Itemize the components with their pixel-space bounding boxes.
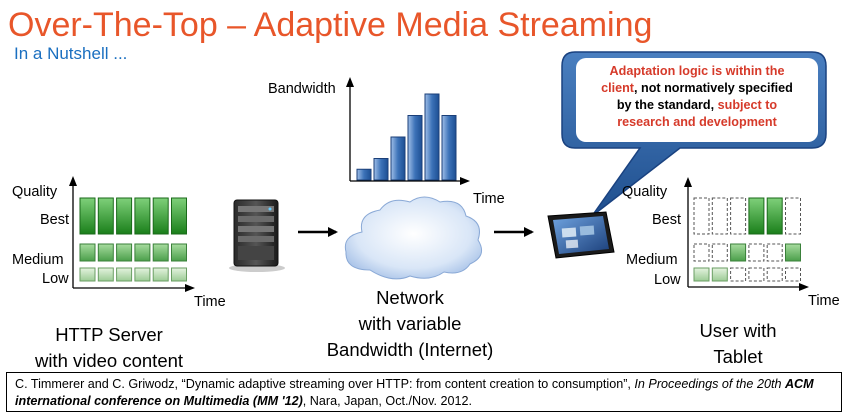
slide-subtitle: In a Nutshell ...	[14, 44, 127, 63]
server-caption-line2: with video content	[34, 350, 183, 371]
server-segment-low-3	[116, 267, 133, 282]
citation-conference: ACM international conference on Multimed…	[15, 377, 814, 408]
server-segment-best-6	[171, 197, 187, 235]
citation-location-date: , Nara, Japan, Oct./Nov. 2012.	[302, 394, 472, 408]
svg-text:by the standard, subject to: by the standard, subject to	[617, 98, 778, 112]
bandwidth-bar-4	[407, 115, 423, 181]
server-segment-low-6	[171, 267, 187, 282]
server-segment-low-1	[79, 267, 96, 282]
server-segment-best-4	[134, 197, 151, 235]
network-caption-line2: with variable	[358, 313, 462, 334]
client-segment-medium-2-unused	[711, 243, 728, 262]
client-segment-medium-4-unused	[748, 243, 765, 262]
client-level-best: Best	[652, 212, 681, 228]
callout-line3-red: subject to	[714, 98, 777, 112]
client-time-label: Time	[808, 293, 840, 309]
client-segment-best-4-selected	[748, 197, 765, 235]
client-quality-axis-title: Quality	[622, 184, 668, 200]
callout-line2-black: , not normatively specified	[634, 81, 793, 95]
server-segment-medium-2	[97, 243, 114, 262]
server-caption-line1: HTTP Server	[55, 324, 163, 345]
client-segment-best-6-unused	[785, 197, 801, 235]
client-quality-chart: Quality Best Medium Low Time	[622, 177, 840, 309]
client-segment-medium-1-unused	[693, 243, 710, 262]
server-segment-low-4	[134, 267, 151, 282]
network-caption-line1: Network	[376, 287, 445, 308]
bandwidth-axis-title: Bandwidth	[268, 81, 336, 97]
svg-text:Adaptation logic is within the: Adaptation logic is within the	[610, 64, 785, 78]
client-segment-low-1-selected	[693, 267, 710, 282]
callout-line3-black: by the standard,	[617, 98, 714, 112]
client-segment-low-4-unused	[748, 267, 765, 282]
server-quality-axis-title: Quality	[12, 184, 58, 200]
bandwidth-chart: Bandwidth Time	[268, 77, 505, 207]
callout-line1: Adaptation logic is within the	[610, 64, 785, 78]
client-segment-best-5-selected	[766, 197, 783, 235]
server-segment-medium-3	[116, 243, 133, 262]
server-level-medium: Medium	[12, 252, 64, 268]
server-segment-best-5	[152, 197, 169, 235]
svg-text:research and development: research and development	[617, 115, 777, 129]
bandwidth-bar-6	[441, 115, 457, 181]
bandwidth-bar-5	[424, 93, 440, 181]
client-segment-medium-5-unused	[766, 243, 783, 262]
bandwidth-bar-1	[356, 168, 372, 181]
server-segment-best-2	[97, 197, 114, 235]
client-level-medium: Medium	[626, 252, 678, 268]
callout-line4: research and development	[617, 115, 777, 129]
server-segment-medium-6	[171, 243, 187, 262]
svg-text:client, not normatively specif: client, not normatively specified	[601, 81, 793, 95]
client-segment-low-5-unused	[766, 267, 783, 282]
http-server-icon	[229, 199, 285, 272]
client-segment-medium-3-selected	[730, 243, 747, 262]
server-time-label: Time	[194, 294, 226, 310]
client-segment-best-2-unused	[711, 197, 728, 235]
citation-box: C. Timmerer and C. Griwodz, “Dynamic ada…	[6, 372, 842, 412]
server-segment-best-1	[79, 197, 96, 235]
server-segment-medium-4	[134, 243, 151, 262]
slide-title: Over-The-Top – Adaptive Media Streaming	[8, 6, 652, 44]
client-level-low: Low	[654, 272, 681, 288]
callout-line2-red: client	[601, 81, 635, 95]
client-caption-line1: User with	[699, 320, 776, 341]
bandwidth-bar-3	[390, 136, 406, 181]
server-quality-chart: Quality Best Medium Low Time	[12, 176, 226, 310]
bandwidth-bar-2	[373, 158, 389, 181]
citation-authors-title: C. Timmerer and C. Griwodz, “Dynamic ada…	[15, 377, 635, 391]
client-segment-low-2-selected	[711, 267, 728, 282]
client-caption-line2: Tablet	[713, 346, 762, 367]
client-segment-low-6-unused	[785, 267, 801, 282]
adaptation-logic-callout: Adaptation logic is within the client, n…	[561, 51, 827, 217]
network-cloud-icon	[344, 196, 483, 280]
network-caption-line3: Bandwidth (Internet)	[327, 339, 494, 360]
client-segment-medium-6-selected	[785, 243, 801, 262]
server-segment-medium-1	[79, 243, 96, 262]
server-level-best: Best	[40, 212, 69, 228]
server-segment-medium-5	[152, 243, 169, 262]
server-segment-low-5	[152, 267, 169, 282]
tablet-icon	[547, 211, 615, 259]
server-level-low: Low	[42, 271, 69, 287]
citation-proceedings: In Proceedings of the 20th	[634, 377, 785, 391]
bandwidth-time-label: Time	[473, 191, 505, 207]
server-segment-best-3	[116, 197, 133, 235]
client-segment-low-3-unused	[730, 267, 747, 282]
client-segment-best-3-unused	[730, 197, 747, 235]
client-segment-best-1-unused	[693, 197, 710, 235]
server-segment-low-2	[97, 267, 114, 282]
